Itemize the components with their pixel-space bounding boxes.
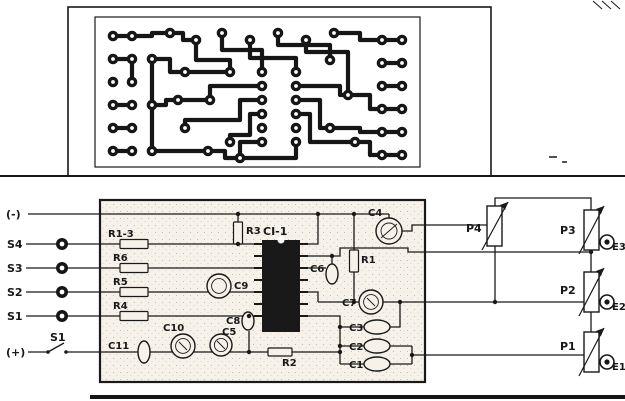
resistor-r4 [119, 310, 149, 322]
capacitors [137, 217, 403, 372]
arrow-icon [596, 328, 604, 336]
r5-label: R5 [113, 277, 128, 288]
pot-p3 [578, 205, 605, 255]
r6-label: R6 [113, 253, 128, 264]
resistor-r-group [119, 238, 149, 250]
resistors [119, 221, 360, 357]
capacitor-c6 [325, 263, 339, 285]
ic-notch [277, 236, 285, 244]
resistor-r2 [267, 347, 293, 357]
junction-dots [235, 211, 594, 358]
pot-p4 [481, 201, 509, 251]
board-outline [98, 198, 427, 384]
terminal-s2 [56, 286, 68, 298]
r-group-label: R1-3 [108, 229, 134, 240]
terminal-s3 [56, 262, 68, 274]
resistor-r1 [348, 249, 360, 273]
c6-label: C6 [310, 264, 324, 275]
s1-label: S1 [7, 310, 23, 323]
stray-marks [549, 156, 567, 163]
potentiometers [481, 201, 605, 377]
c3-label: C3 [349, 323, 363, 334]
labels: (-) S4 S3 S2 S1 (+) S1 R1-3 R6 R5 R4 R3 … [6, 208, 625, 373]
corner-handwriting [592, 0, 621, 10]
resistor-r5 [119, 286, 149, 298]
terminal-s1 [56, 310, 68, 322]
s3-label: S3 [7, 262, 23, 275]
c8-label: C8 [226, 316, 240, 327]
capacitor-c11 [137, 340, 151, 364]
p2-label: P2 [560, 284, 576, 297]
r2-label: R2 [282, 358, 297, 369]
e3-label: E3 [612, 242, 625, 253]
c10-label: C10 [163, 323, 184, 334]
minus-label: (-) [6, 208, 21, 221]
switch-contact [46, 350, 50, 354]
arrow-icon [596, 206, 604, 214]
pcb-copper-traces [110, 30, 405, 161]
c7-label: C7 [342, 298, 356, 309]
c11-label: C11 [108, 341, 129, 352]
resistor-r3 [232, 221, 244, 245]
c9-label: C9 [234, 281, 248, 292]
capacitor-c4 [375, 217, 403, 245]
resistor-r6 [119, 262, 149, 274]
r4-label: R4 [113, 301, 128, 312]
input-terminals [46, 238, 68, 354]
c5-label: C5 [222, 327, 236, 338]
capacitor-c10 [170, 333, 196, 359]
e2-label: E2 [612, 302, 625, 313]
r3-label: R3 [246, 226, 261, 237]
capacitor-c7 [358, 289, 384, 315]
ic-label: CI-1 [263, 225, 287, 238]
p1-label: P1 [560, 340, 576, 353]
p3-label: P3 [560, 224, 576, 237]
capacitor-c1 [363, 356, 391, 372]
arrow-icon [500, 202, 508, 210]
component-layout-view [26, 198, 594, 384]
capacitor-c3 [363, 319, 391, 335]
arrow-icon [596, 268, 604, 276]
c2-label: C2 [349, 342, 363, 353]
pcb-copper-view [0, 0, 625, 177]
s2-label: S2 [7, 286, 23, 299]
capacitor-c9 [206, 273, 232, 299]
c1-label: C1 [349, 360, 363, 371]
bottom-rule [90, 395, 625, 399]
switch-contact [64, 350, 68, 354]
s4-label: S4 [7, 238, 23, 251]
plus-label: (+) [6, 346, 25, 359]
e1-label: E1 [612, 362, 625, 373]
ic-ci1 [254, 236, 308, 332]
capacitor-c5 [209, 333, 233, 357]
p4-label: P4 [466, 222, 482, 235]
capacitor-c2 [363, 338, 391, 354]
c4-label: C4 [368, 208, 382, 219]
r1-label: R1 [361, 255, 376, 266]
terminal-s4 [56, 238, 68, 250]
pot-p2 [578, 267, 605, 317]
external-wiring [425, 197, 601, 363]
switch-s1-label: S1 [50, 331, 66, 344]
pot-p1 [578, 327, 605, 377]
